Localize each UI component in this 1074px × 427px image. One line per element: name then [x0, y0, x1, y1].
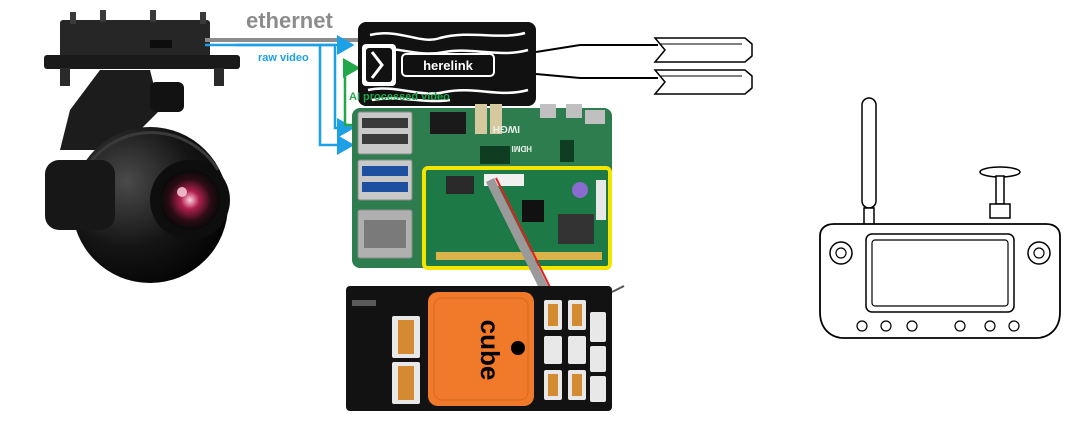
antenna-icon [653, 69, 753, 95]
cube-autopilot-icon: cube [346, 285, 625, 411]
herelink-controller-icon [819, 97, 1061, 339]
pi-logo-text: IWGH [493, 123, 520, 134]
antenna-icon [653, 37, 753, 63]
herelink-air-unit-icon: herelink [358, 22, 536, 106]
raw-video-link [205, 35, 355, 155]
companion-hat-icon [422, 166, 612, 270]
raw-video-label: raw video [258, 52, 309, 64]
antenna-cable [535, 44, 658, 79]
hdmi-label: HDMI [512, 144, 532, 153]
herelink-logo-text: herelink [423, 58, 474, 73]
ai-processed-video-label: AI processed video [349, 91, 450, 103]
cube-logo-text: cube [475, 320, 505, 381]
gimbal-camera-icon [44, 10, 240, 283]
ethernet-label: ethernet [246, 8, 333, 33]
